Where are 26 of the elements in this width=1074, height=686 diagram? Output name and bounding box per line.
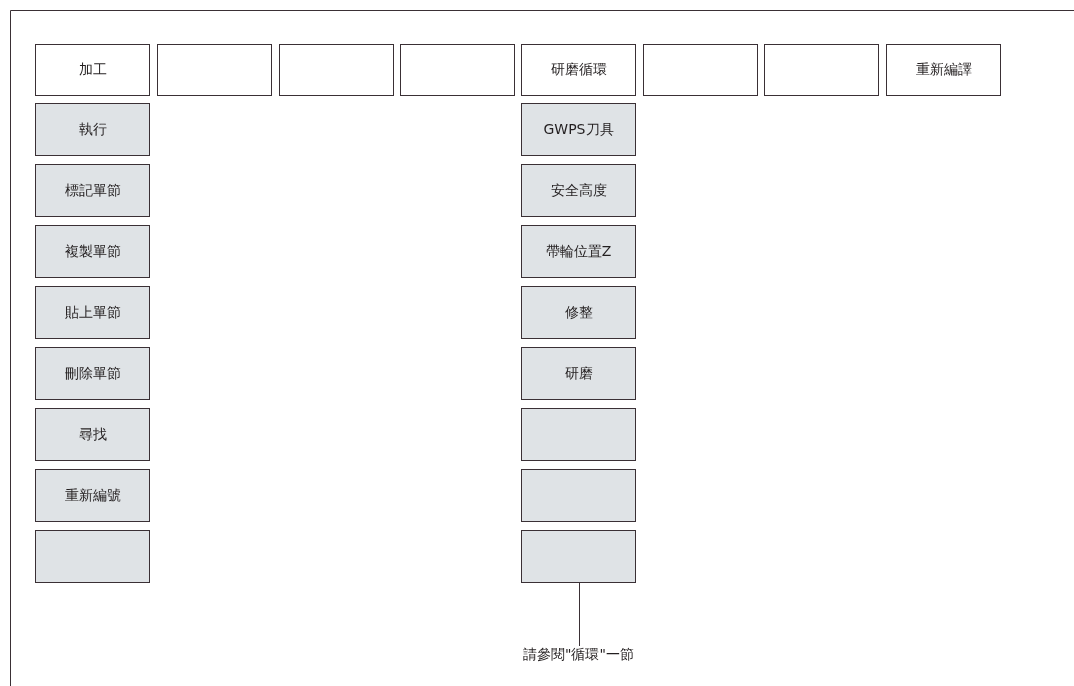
softkey-box xyxy=(157,44,272,96)
menu-key-box: 尋找 xyxy=(35,408,150,461)
softkey-box: 加工 xyxy=(35,44,150,96)
menu-key-box: 貼上單節 xyxy=(35,286,150,339)
softkey-box xyxy=(400,44,515,96)
softkey-box xyxy=(279,44,394,96)
menu-key-box: 重新編號 xyxy=(35,469,150,522)
menu-key-box: 複製單節 xyxy=(35,225,150,278)
menu-key-box xyxy=(521,408,636,461)
menu-key-box: 標記單節 xyxy=(35,164,150,217)
menu-key-box xyxy=(521,469,636,522)
menu-key-box: 研磨 xyxy=(521,347,636,400)
softkey-box xyxy=(643,44,758,96)
menu-key-box: 帶輪位置Z xyxy=(521,225,636,278)
menu-key-box: 刪除單節 xyxy=(35,347,150,400)
softkey-box: 研磨循環 xyxy=(521,44,636,96)
softkey-box: 重新編譯 xyxy=(886,44,1001,96)
menu-key-box: 修整 xyxy=(521,286,636,339)
menu-key-box xyxy=(521,530,636,583)
leader-line xyxy=(579,582,580,647)
menu-key-box xyxy=(35,530,150,583)
menu-key-box: GWPS刀具 xyxy=(521,103,636,156)
menu-key-box: 執行 xyxy=(35,103,150,156)
softkey-box xyxy=(764,44,879,96)
menu-key-box: 安全高度 xyxy=(521,164,636,217)
note-text: 請參閱"循環"一節 xyxy=(523,646,634,664)
